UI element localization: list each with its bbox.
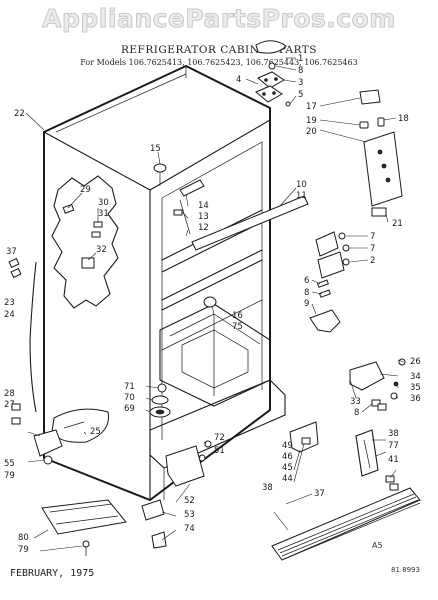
callout-37: 37	[6, 247, 17, 257]
callout-11: 11	[296, 191, 307, 201]
callout-77: 77	[388, 441, 399, 451]
callout-33: 33	[350, 397, 361, 407]
callout-34: 34	[410, 372, 421, 382]
callout-13: 13	[198, 212, 209, 222]
art-code: A5	[372, 541, 383, 550]
callout-7b: 7	[370, 244, 375, 254]
callout-46: 46	[282, 452, 293, 462]
callout-51: 51	[214, 446, 225, 456]
callout-12: 12	[198, 223, 209, 233]
top-hinge-assembly	[255, 40, 381, 107]
callout-38: 38	[388, 429, 399, 439]
callout-79: 79	[4, 471, 15, 481]
callout-23: 23	[4, 298, 15, 308]
bottom-front-parts	[141, 383, 212, 549]
callout-5: 5	[298, 90, 303, 100]
callout-17: 17	[306, 102, 317, 112]
callout-25: 25	[90, 427, 101, 437]
callout-7: 7	[370, 232, 375, 242]
kick-plate-grille	[271, 487, 421, 561]
callout-70: 70	[124, 393, 135, 403]
sheet-id: 81 8993	[391, 566, 420, 574]
callout-20: 20	[306, 127, 317, 137]
callout-36: 36	[410, 394, 421, 404]
callout-8b: 8	[304, 288, 309, 298]
callout-6: 6	[304, 276, 309, 286]
callout-3: 3	[298, 78, 303, 88]
callout-28: 28	[4, 389, 15, 399]
right-hinge-bracket	[359, 117, 403, 217]
left-side-parts	[8, 257, 110, 465]
callout-32: 32	[96, 245, 107, 255]
callout-9: 9	[304, 299, 309, 309]
callout-44: 44	[282, 474, 293, 484]
callout-1: 1	[298, 54, 303, 64]
callout-4: 4	[236, 75, 241, 85]
callout-22: 22	[14, 109, 25, 119]
callout-41: 41	[388, 455, 399, 465]
callout-30: 30	[98, 198, 109, 208]
callout-31: 31	[98, 209, 109, 219]
callout-14: 14	[198, 201, 209, 211]
callout-35: 35	[410, 383, 421, 393]
front-base-bracket	[41, 499, 127, 556]
callout-38b: 38	[262, 483, 273, 493]
callout-labels: 1 8 3 4 5 17 22 19 20 18 15 29 30 31 32 …	[4, 54, 421, 555]
callout-74: 74	[184, 524, 195, 534]
callout-19: 19	[306, 116, 317, 126]
interior-parts	[153, 163, 217, 308]
callout-72: 72	[214, 433, 225, 443]
callout-26: 26	[410, 357, 421, 367]
callout-80: 80	[18, 533, 29, 543]
callout-79b: 79	[18, 545, 29, 555]
cabinet-shell	[43, 64, 286, 502]
callout-37b: 37	[314, 489, 325, 499]
callout-75: 75	[232, 322, 243, 332]
callout-8: 8	[298, 66, 303, 76]
model-list: For Models 106.7625413, 106.7625423, 106…	[80, 58, 358, 67]
callout-2: 2	[370, 256, 375, 266]
callout-69: 69	[124, 404, 135, 414]
side-panel-detail	[51, 175, 119, 309]
bottom-right-parts	[289, 421, 399, 491]
callout-53: 53	[184, 510, 195, 520]
callout-71: 71	[124, 382, 135, 392]
callout-29: 29	[80, 185, 91, 195]
callout-27: 27	[4, 400, 15, 410]
callout-49: 49	[282, 441, 293, 451]
callout-55: 55	[4, 459, 15, 469]
callout-52: 52	[184, 496, 195, 506]
callout-21: 21	[392, 219, 403, 229]
leader-lines	[25, 57, 405, 552]
callout-8c: 8	[354, 408, 359, 418]
watermark: AppliancePartsPros.com	[42, 4, 396, 34]
callout-45: 45	[282, 463, 293, 473]
callout-10: 10	[296, 180, 307, 190]
shelf-support-parts	[191, 195, 350, 333]
callout-16: 16	[232, 311, 243, 321]
callout-24: 24	[4, 310, 15, 320]
callout-15: 15	[150, 144, 161, 154]
callout-18: 18	[398, 114, 409, 124]
footer-date: FEBRUARY, 1975	[10, 568, 95, 579]
right-mid-parts	[349, 358, 406, 411]
